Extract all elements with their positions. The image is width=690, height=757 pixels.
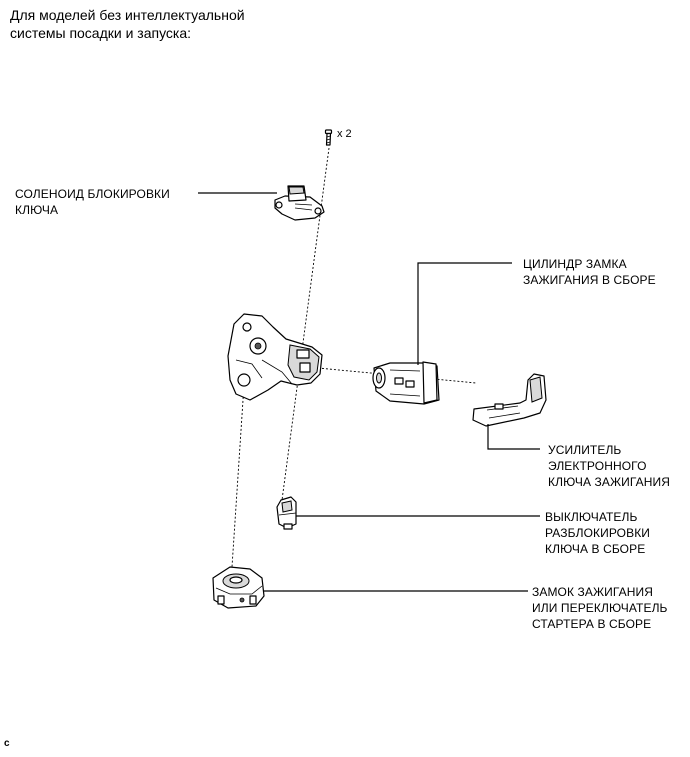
label-line: ВЫКЛЮЧАТЕЛЬ [545, 510, 638, 524]
key-lock-solenoid-icon [274, 185, 325, 221]
label-line: КЛЮЧА [15, 203, 59, 217]
label-line: РАЗБЛОКИРОВКИ [545, 526, 651, 540]
assembly-axis-cylinder [317, 367, 477, 384]
label-line: ИЛИ ПЕРЕКЛЮЧАТЕЛЬ [532, 601, 668, 615]
assembly-axis-screw [281, 147, 330, 501]
label-line: УСИЛИТЕЛЬ [548, 443, 622, 457]
cylinder-leader [417, 262, 512, 365]
label-line: СТАРТЕРА В СБОРЕ [532, 617, 652, 631]
ignition-switch-icon [212, 566, 265, 609]
label-line: КЛЮЧА ЗАЖИГАНИЯ [548, 475, 671, 489]
steering-lock-housing-icon [227, 313, 323, 401]
key-amplifier-icon [472, 373, 547, 427]
label-key-cylinder: ЦИЛИНДР ЗАМКА ЗАЖИГАНИЯ В СБОРЕ [523, 256, 656, 288]
assembly-axis-ignition [230, 384, 245, 583]
title-line: системы посадки и запуска: [10, 25, 192, 41]
label-line: ЦИЛИНДР ЗАМКА [523, 257, 627, 271]
label-line: ЗАМОК ЗАЖИГАНИЯ [532, 585, 654, 599]
label-unlock-switch: ВЫКЛЮЧАТЕЛЬ РАЗБЛОКИРОВКИ КЛЮЧА В СБОРЕ [545, 509, 650, 557]
screw-icon [324, 129, 333, 146]
title-line: Для моделей без интеллектуальной [10, 7, 245, 23]
corner-mark: c [4, 738, 10, 749]
label-line: ЭЛЕКТРОННОГО [548, 459, 647, 473]
label-line: СОЛЕНОИД БЛОКИРОВКИ [15, 187, 170, 201]
unlock-switch-icon [276, 496, 297, 530]
screw-quantity: x 2 [337, 128, 352, 140]
amplifier-leader [487, 424, 540, 450]
label-line: ЗАЖИГАНИЯ В СБОРЕ [523, 273, 656, 287]
label-ignition-switch: ЗАМОК ЗАЖИГАНИЯ ИЛИ ПЕРЕКЛЮЧАТЕЛЬ СТАРТЕ… [532, 584, 668, 632]
label-key-lock-solenoid: СОЛЕНОИД БЛОКИРОВКИ КЛЮЧА [15, 186, 170, 218]
key-cylinder-icon [372, 361, 440, 405]
label-key-amplifier: УСИЛИТЕЛЬ ЭЛЕКТРОННОГО КЛЮЧА ЗАЖИГАНИЯ [548, 442, 670, 490]
page-title: Для моделей без интеллектуальной системы… [10, 6, 245, 42]
label-line: КЛЮЧА В СБОРЕ [545, 542, 646, 556]
